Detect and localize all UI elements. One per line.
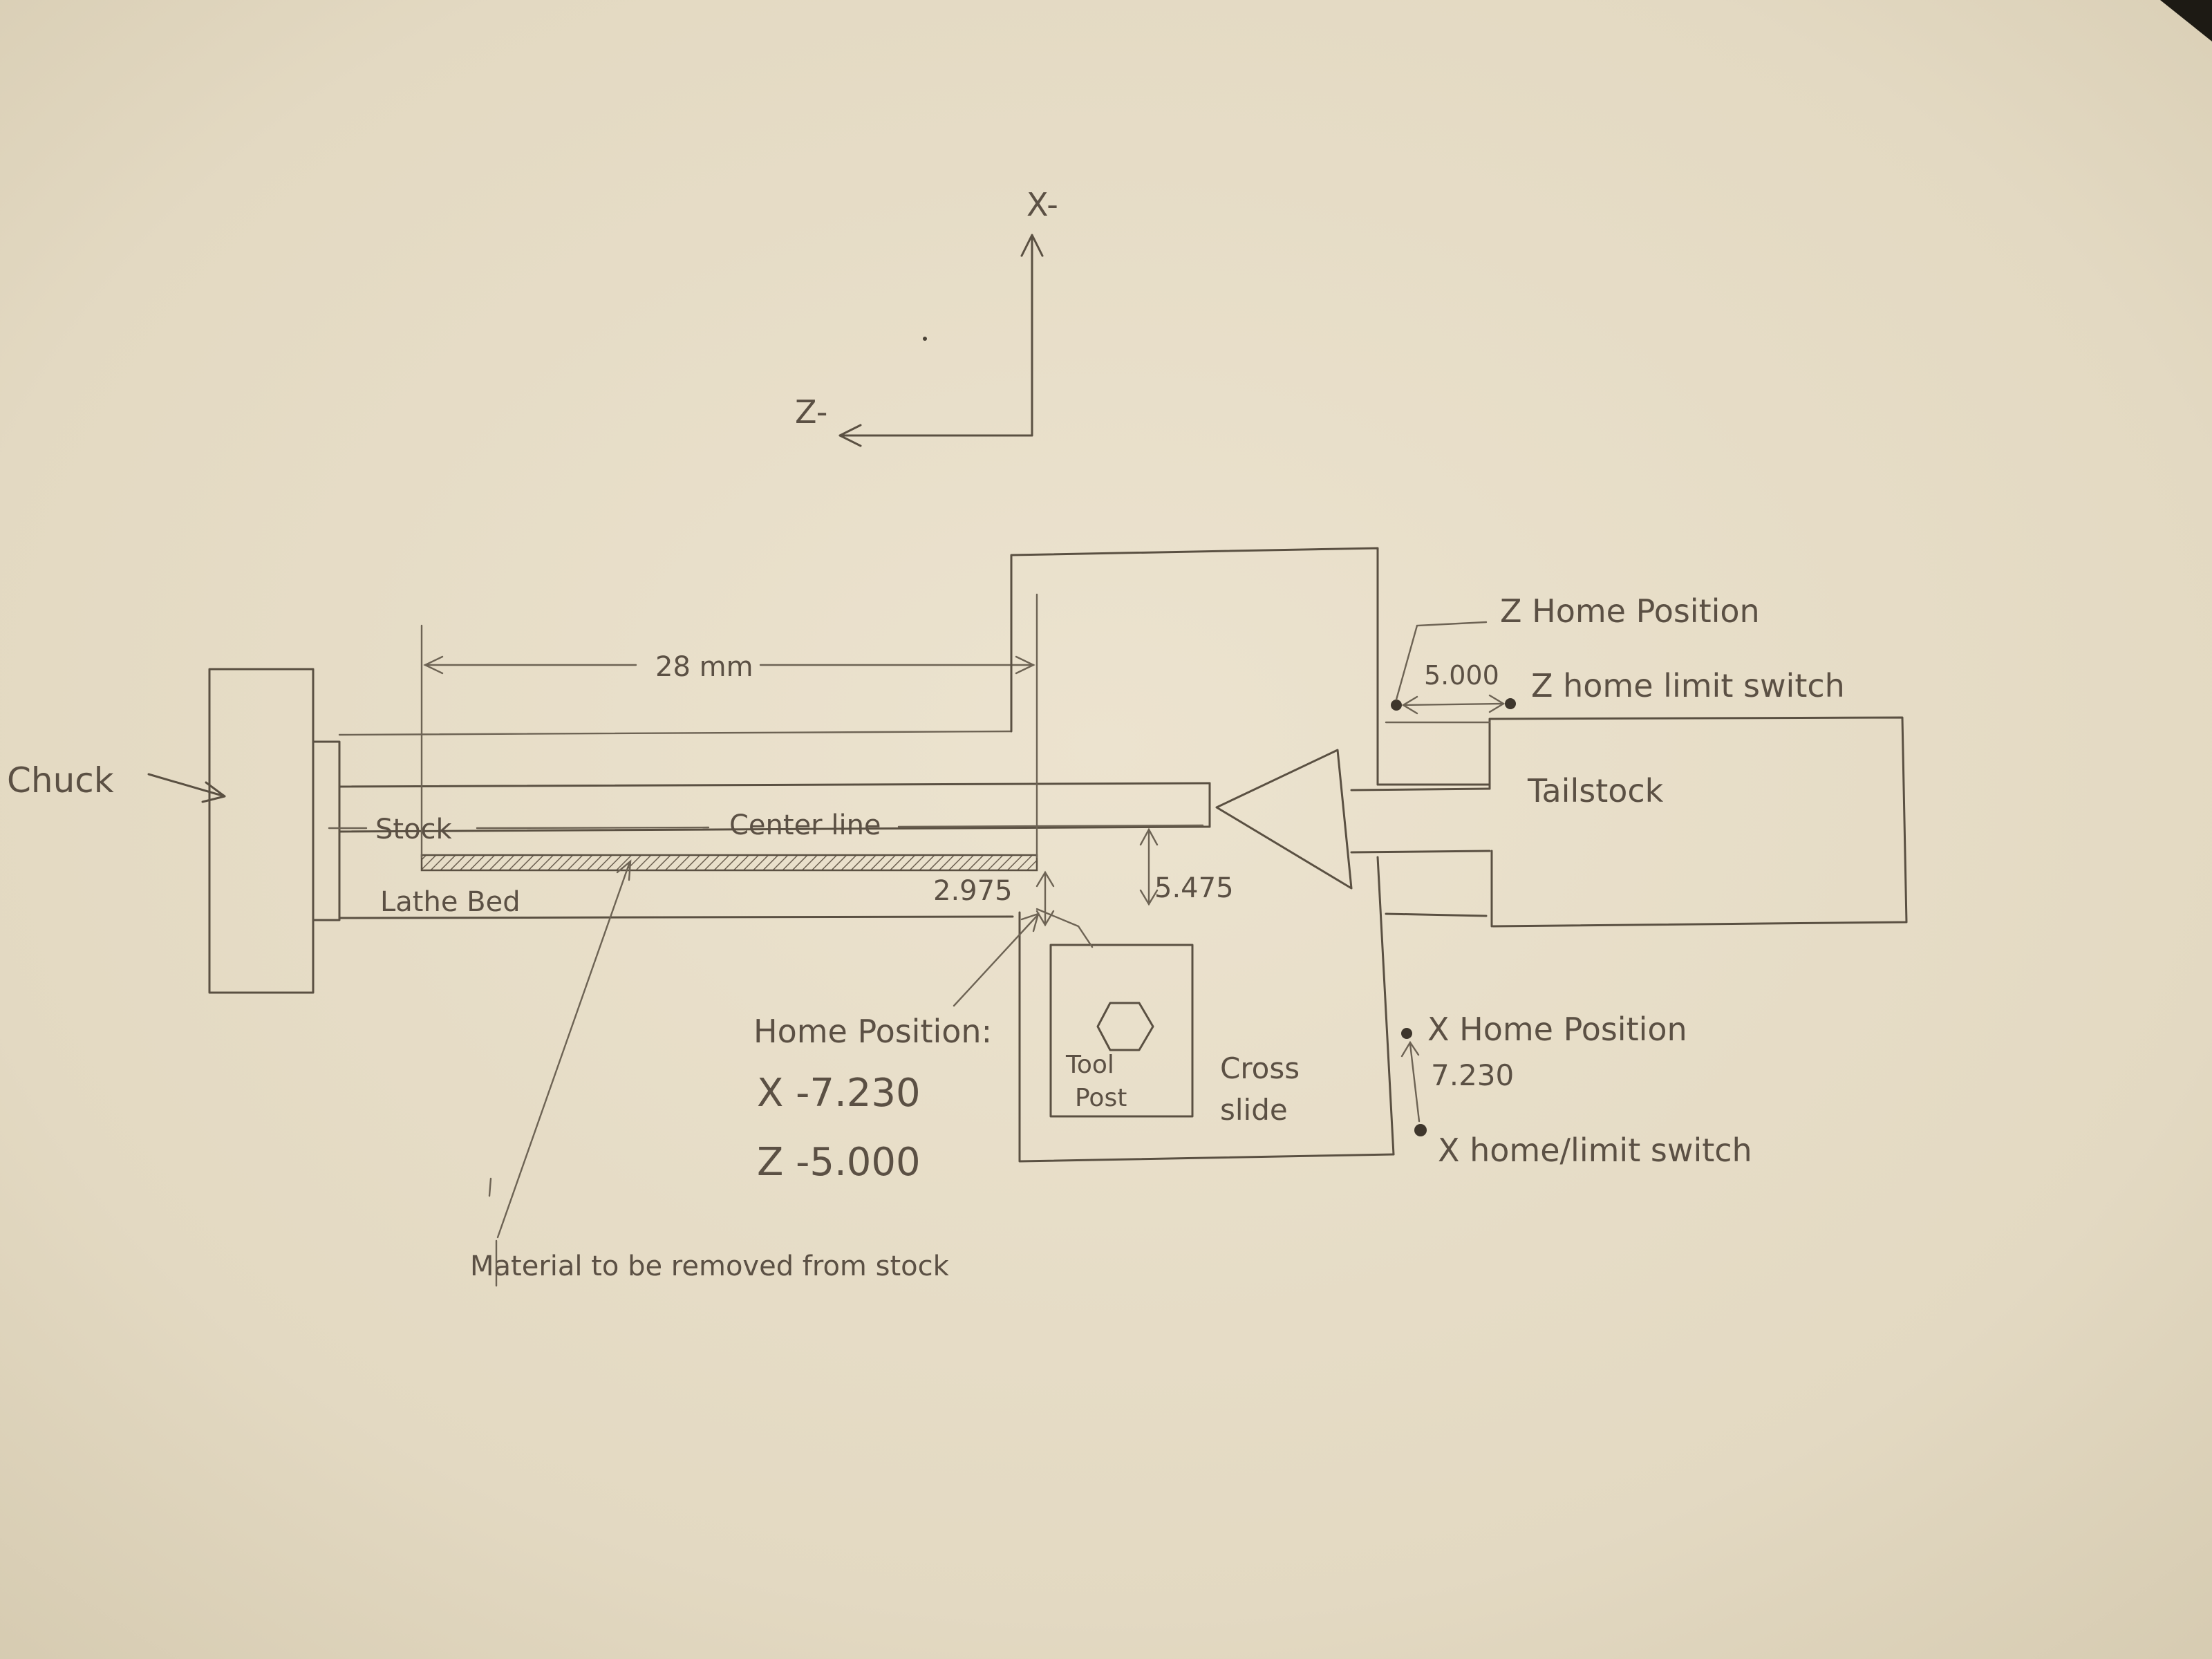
z-axis-label: Z- bbox=[795, 393, 827, 431]
axis-indicator: X- Z- bbox=[795, 186, 1058, 447]
z-home-position-label: Z Home Position bbox=[1500, 592, 1760, 630]
stock-and-bed: Stock Center line Lathe Bed bbox=[328, 730, 1211, 919]
dimension-5475: 5.475 bbox=[1139, 827, 1234, 906]
dimension-5475-label: 5.475 bbox=[1154, 872, 1234, 904]
x-offset-label: 7.230 bbox=[1431, 1058, 1514, 1092]
z-limit-switch-point bbox=[1505, 698, 1516, 709]
x-home-point bbox=[1401, 1028, 1412, 1039]
tailstock-label: Tailstock bbox=[1527, 772, 1664, 809]
lathe-bed-label: Lathe Bed bbox=[380, 886, 521, 918]
dimension-2975-label: 2.975 bbox=[933, 875, 1013, 907]
material-note: Material to be removed from stock bbox=[470, 859, 950, 1287]
tailstock: Tailstock bbox=[1215, 716, 1908, 928]
dimension-28mm-label: 28 mm bbox=[655, 651, 753, 683]
dimension-2975: 2.975 bbox=[933, 870, 1055, 927]
center-line-label: Center line bbox=[729, 809, 881, 841]
x-limit-switch-point bbox=[1414, 1124, 1427, 1136]
home-position-note: Home Position: X -7.230 Z -5.000 bbox=[753, 912, 1040, 1185]
tool-post-label-1: Tool bbox=[1065, 1051, 1114, 1079]
material-note-label: Material to be removed from stock bbox=[470, 1250, 950, 1282]
x-axis-label: X- bbox=[1027, 186, 1058, 223]
stock-label: Stock bbox=[375, 814, 453, 845]
z-home-switch-label: Z home limit switch bbox=[1531, 667, 1845, 704]
home-x-value: X -7.230 bbox=[757, 1071, 921, 1116]
chuck: Chuck bbox=[7, 668, 341, 994]
dimension-28mm: 28 mm bbox=[420, 593, 1038, 859]
cross-slide-label-1: Cross bbox=[1220, 1051, 1300, 1085]
home-position-title: Home Position: bbox=[753, 1013, 992, 1050]
z-offset-label: 5.000 bbox=[1424, 660, 1499, 691]
home-z-value: Z -5.000 bbox=[757, 1140, 921, 1185]
x-home-group: X Home Position 7.230 X home/limit switc… bbox=[1400, 1011, 1752, 1169]
tool-post-label-2: Post bbox=[1075, 1084, 1127, 1112]
x-home-switch-label: X home/limit switch bbox=[1438, 1132, 1752, 1169]
x-home-position-label: X Home Position bbox=[1427, 1011, 1687, 1048]
pencil-dot bbox=[923, 337, 927, 341]
cross-slide-label-2: slide bbox=[1220, 1093, 1288, 1127]
z-home-point bbox=[1391, 700, 1402, 711]
material-strip bbox=[420, 854, 1038, 872]
z-home-group: 5.000 Z Home Position Z home limit switc… bbox=[1391, 592, 1845, 715]
chuck-label: Chuck bbox=[7, 760, 114, 800]
tool-post: Tool Post bbox=[1035, 908, 1194, 1118]
carriage bbox=[1010, 547, 1395, 1163]
